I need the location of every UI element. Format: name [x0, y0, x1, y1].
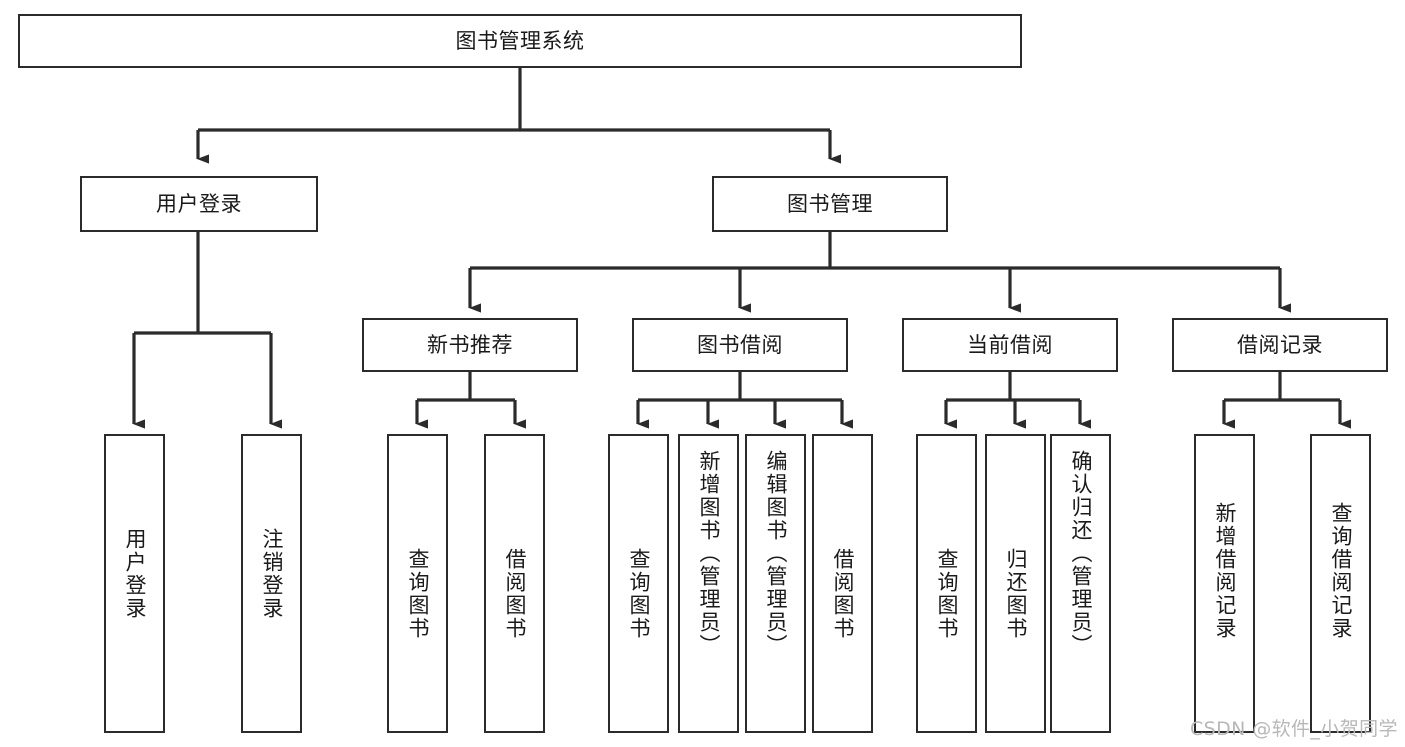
node-leaf-add-book-label: 新增图书（管理员）	[697, 450, 721, 657]
node-leaf-add-book[interactable]: 新增图书（管理员）	[678, 434, 739, 733]
node-leaf-user-login[interactable]: 用户登录	[104, 434, 165, 733]
node-root[interactable]: 图书管理系统	[18, 14, 1022, 68]
node-book-manage[interactable]: 图书管理	[712, 176, 948, 232]
node-leaf-borrow-book-1-label: 借阅图书	[503, 548, 527, 640]
node-leaf-query-book-2[interactable]: 查询图书	[608, 434, 669, 733]
node-leaf-query-record-label: 查询借阅记录	[1329, 502, 1353, 640]
node-leaf-query-book-1[interactable]: 查询图书	[387, 434, 448, 733]
node-leaf-logout-login[interactable]: 注销登录	[241, 434, 302, 733]
node-book-borrow[interactable]: 图书借阅	[632, 318, 848, 372]
node-leaf-borrow-book-1[interactable]: 借阅图书	[484, 434, 545, 733]
node-leaf-edit-book-label: 编辑图书（管理员）	[764, 450, 788, 657]
node-leaf-edit-book[interactable]: 编辑图书（管理员）	[745, 434, 806, 733]
node-book-manage-label: 图书管理	[787, 191, 873, 216]
node-leaf-add-record-label: 新增借阅记录	[1213, 502, 1237, 640]
node-leaf-query-book-1-label: 查询图书	[406, 548, 430, 640]
node-current-borrow-label: 当前借阅	[967, 332, 1053, 357]
node-leaf-query-record[interactable]: 查询借阅记录	[1310, 434, 1371, 733]
node-leaf-user-login-label: 用户登录	[123, 528, 147, 620]
node-leaf-query-book-3-label: 查询图书	[935, 548, 959, 640]
node-user-login-label: 用户登录	[156, 191, 242, 216]
node-current-borrow[interactable]: 当前借阅	[902, 318, 1118, 372]
node-leaf-confirm-return[interactable]: 确认归还（管理员）	[1050, 434, 1111, 733]
node-leaf-borrow-book-2-label: 借阅图书	[831, 548, 855, 640]
node-new-book-recommend[interactable]: 新书推荐	[362, 318, 578, 372]
node-borrow-record[interactable]: 借阅记录	[1172, 318, 1388, 372]
node-user-login[interactable]: 用户登录	[80, 176, 318, 232]
node-leaf-return-book-label: 归还图书	[1004, 548, 1028, 640]
node-new-book-recommend-label: 新书推荐	[427, 332, 513, 357]
node-leaf-borrow-book-2[interactable]: 借阅图书	[812, 434, 873, 733]
csdn-watermark: CSDN @软件_小贺同学	[1190, 718, 1398, 740]
node-leaf-query-book-2-label: 查询图书	[627, 548, 651, 640]
node-leaf-logout-login-label: 注销登录	[260, 528, 284, 620]
node-borrow-record-label: 借阅记录	[1237, 332, 1323, 357]
node-leaf-add-record[interactable]: 新增借阅记录	[1194, 434, 1255, 733]
node-book-borrow-label: 图书借阅	[697, 332, 783, 357]
node-root-label: 图书管理系统	[455, 28, 585, 53]
node-leaf-query-book-3[interactable]: 查询图书	[916, 434, 977, 733]
node-leaf-confirm-return-label: 确认归还（管理员）	[1069, 450, 1093, 657]
node-leaf-return-book[interactable]: 归还图书	[985, 434, 1046, 733]
